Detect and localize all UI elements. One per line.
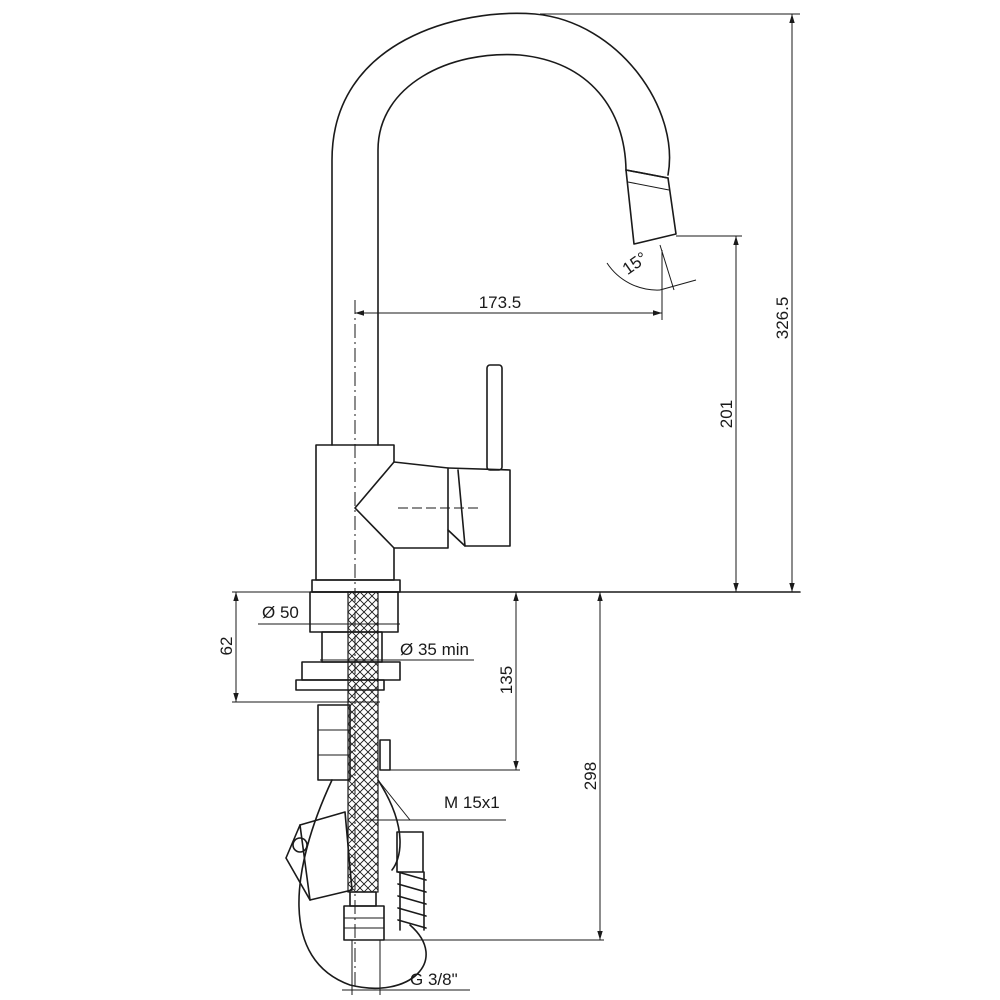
lever-handle bbox=[486, 364, 503, 471]
dim-swivel-angle: 15° bbox=[619, 248, 651, 278]
base-flange bbox=[311, 579, 801, 593]
spout bbox=[331, 12, 671, 446]
dim-hose-length: 298 bbox=[581, 762, 600, 790]
dim-thread-size: M 15x1 bbox=[444, 793, 500, 812]
dim-overall-height: 326.5 bbox=[773, 297, 792, 340]
hose-loop bbox=[298, 779, 427, 990]
braided-hose bbox=[343, 591, 385, 941]
dim-base-diameter: Ø 50 bbox=[262, 603, 299, 622]
dim-deck-thickness: 62 bbox=[217, 637, 236, 656]
dim-fixing-length: 135 bbox=[497, 666, 516, 694]
faucet-body bbox=[315, 444, 511, 581]
dim-connection-size: G 3/8" bbox=[410, 970, 458, 989]
side-connector bbox=[379, 739, 427, 931]
dim-spout-reach: 173.5 bbox=[479, 293, 522, 312]
dim-hole-diameter: Ø 35 min bbox=[400, 640, 469, 659]
dim-outlet-height: 201 bbox=[717, 400, 736, 428]
spray-head bbox=[625, 169, 677, 245]
hose-weight bbox=[285, 811, 353, 901]
